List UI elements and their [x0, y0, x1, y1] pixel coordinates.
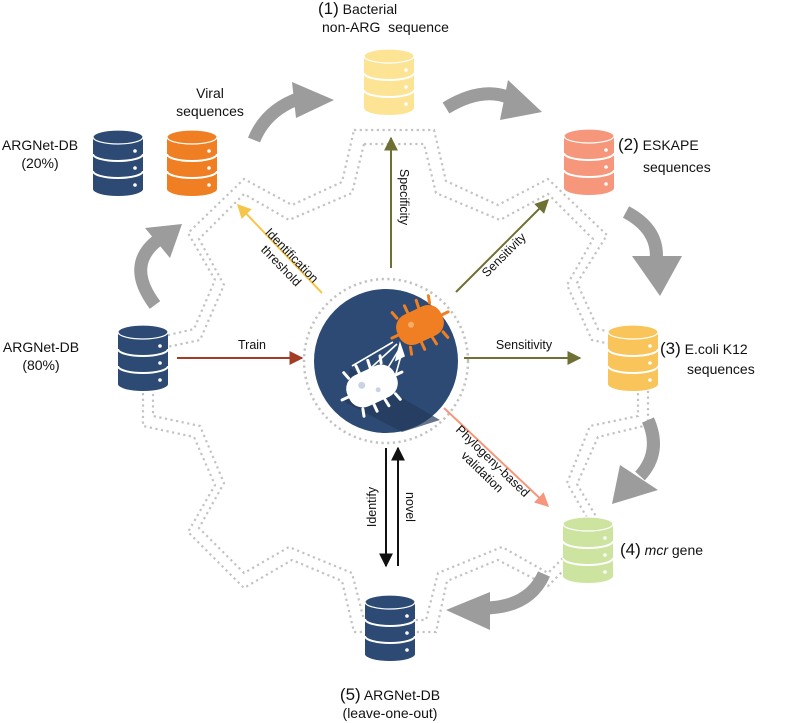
database-viral-icon	[166, 129, 218, 196]
specificity-label: Specificity	[397, 168, 411, 226]
flow-arrow-bacterial-to-eskape	[442, 80, 542, 120]
bacterial-line2: non-ARG sequence	[322, 19, 449, 35]
flow-arrow-eskape-to-ecoli	[622, 206, 682, 296]
eskape-label-line2: sequences	[643, 158, 711, 176]
eskape-line1: ESKAPE	[642, 137, 699, 153]
viral-line1: Viral	[196, 85, 224, 101]
flow-arrow-mcr-to-leave-one-out	[446, 571, 550, 630]
database-bacterial-icon	[363, 48, 415, 115]
argnet20-line2: (20%)	[21, 155, 59, 171]
flow-arrow-argnet80-to-argnet20	[134, 224, 182, 309]
argnet80-line1: ARGNet-DB	[2, 339, 80, 355]
database-argnet20-icon	[92, 129, 144, 196]
mcr-italic: mcr	[644, 542, 668, 558]
mcr-rest: gene	[668, 542, 704, 558]
phylogeny-arrow	[443, 407, 550, 507]
database-eskape-icon	[563, 128, 615, 195]
ecoli-label-line2: sequences	[687, 360, 755, 378]
eskape-number: (2)	[618, 135, 639, 154]
database-argnet80-icon	[117, 324, 169, 391]
leave-one-out-label: (5) ARGNet-DB (leave-one-out)	[290, 686, 490, 722]
bacterial-number: (1)	[318, 0, 339, 18]
novel-label: novel	[403, 492, 417, 522]
identify-label: Identify	[365, 486, 379, 528]
database-mcr-icon	[562, 516, 614, 583]
gear-outline-outer	[141, 128, 650, 634]
argnet80-label: ARGNet-DB (80%)	[0, 338, 82, 374]
bacterial-line1: Bacterial	[342, 1, 398, 17]
leave-one-out-line2: (leave-one-out)	[342, 705, 438, 721]
bacteriophage-icon	[340, 294, 450, 432]
argnet20-line1: ARGNet-DB	[1, 137, 79, 153]
mcr-number: (4)	[620, 540, 641, 559]
center-node	[302, 277, 470, 445]
eskape-line2: sequences	[643, 159, 711, 175]
grey-flow-arrows	[134, 80, 682, 630]
ecoli-number: (3)	[660, 339, 681, 358]
threshold-arrow	[237, 203, 323, 294]
ecoli-line1: E.coli K12	[684, 341, 748, 357]
leave-one-out-number: (5)	[339, 685, 361, 704]
database-leave-one-out-icon	[364, 594, 416, 661]
viral-line2: sequences	[176, 103, 244, 119]
leave-one-out-line1: ARGNet-DB	[363, 687, 441, 703]
mcr-label: (4) mcr gene	[620, 541, 703, 559]
database-ecoli-icon	[607, 324, 659, 391]
ecoli-label: (3) E.coli K12	[660, 340, 748, 358]
ecoli-line2: sequences	[687, 361, 755, 377]
sensitivity-right-label: Sensitivity	[495, 338, 553, 352]
viral-label: Viral sequences	[172, 84, 248, 120]
sensitivity-diagonal-arrow	[455, 199, 549, 293]
flow-arrow-ecoli-to-mcr	[612, 417, 660, 504]
flow-arrow-viral-to-bacterial	[247, 82, 334, 143]
argnet80-line2: (80%)	[22, 357, 60, 373]
argnet20-label: ARGNet-DB (20%)	[0, 136, 80, 172]
bacterial-label: (1) Bacterial	[318, 0, 397, 18]
train-label: Train	[237, 338, 266, 352]
eskape-label: (2) ESKAPE	[618, 136, 699, 154]
bacterial-label-line2: non-ARG sequence	[322, 18, 449, 36]
